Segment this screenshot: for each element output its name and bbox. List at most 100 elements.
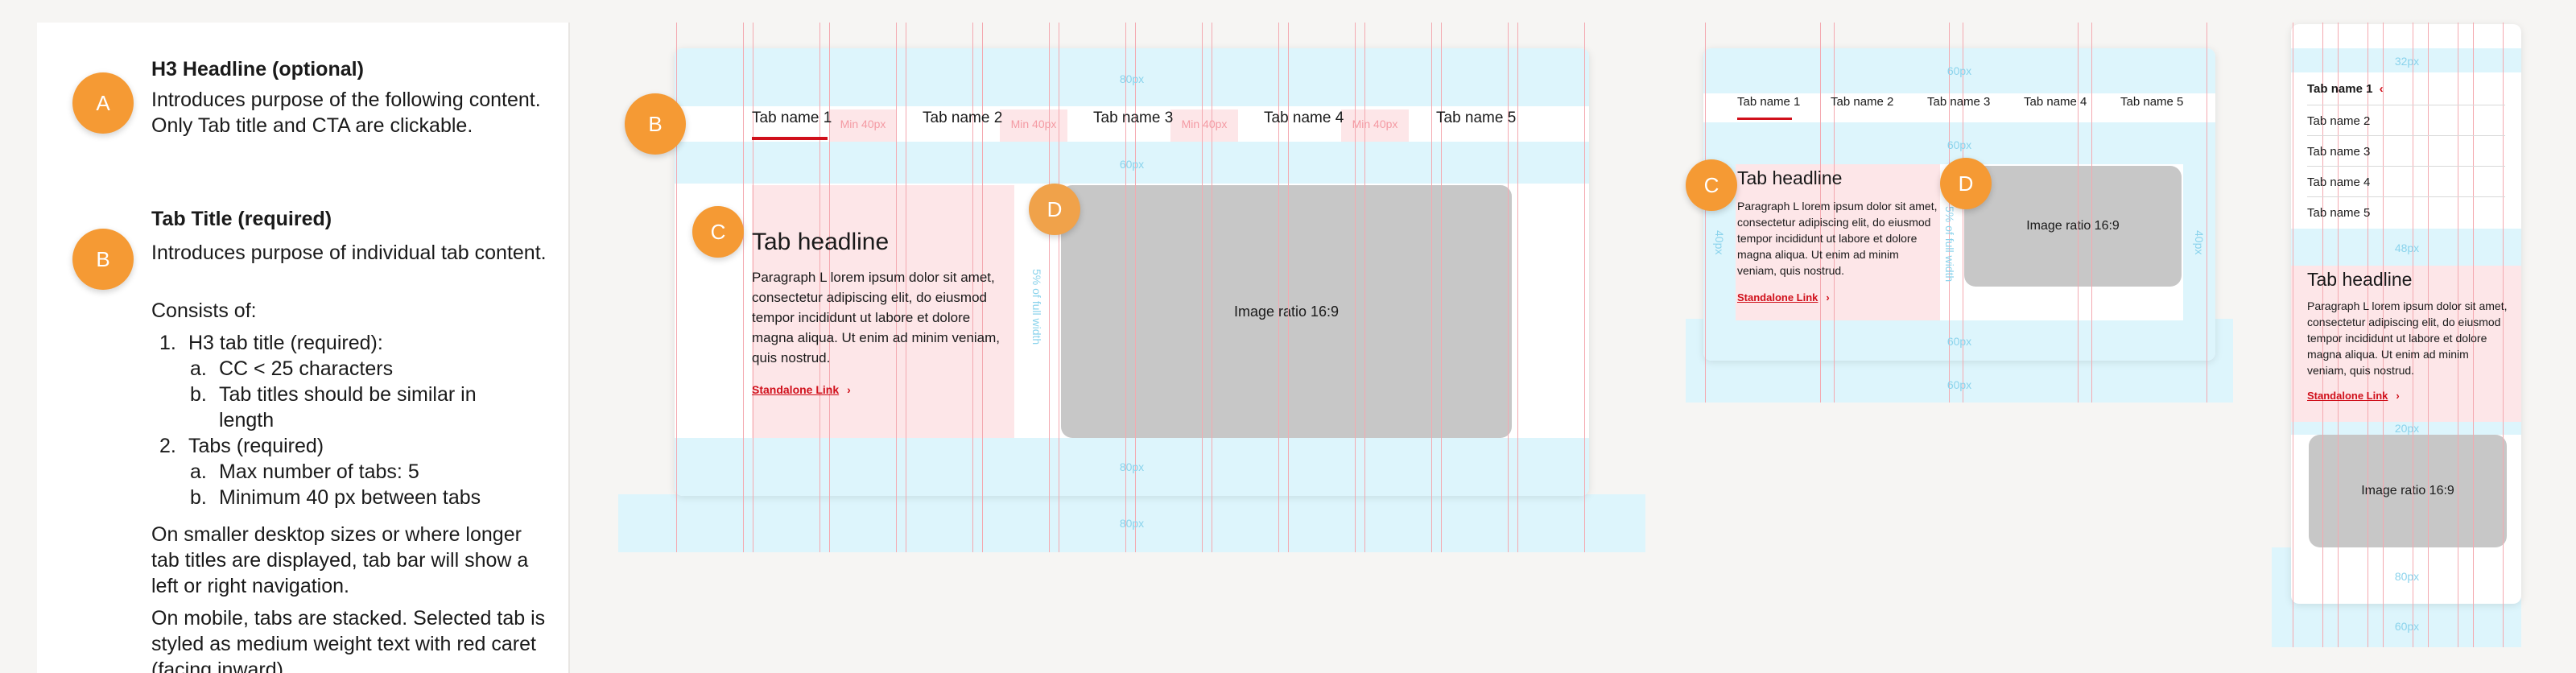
spec-b-note-desktop: On smaller desktop sizes or where longer… (151, 523, 529, 597)
spec-b-item: 2.Tabs (required) (159, 435, 324, 457)
mobile-gap-band (2291, 422, 2521, 435)
tablet-image-placeholder: Image ratio 16:9 (1964, 166, 2182, 287)
tablet-text-column (1736, 164, 1940, 320)
spacing-label: 60px (1946, 335, 1972, 348)
mobile-paragraph: Paragraph L lorem ipsum dolor sit amet, … (2307, 299, 2508, 377)
spacing-label: 60px (1946, 64, 1972, 77)
desktop-tab-gap (829, 109, 897, 142)
spacing-label: 60px (1946, 378, 1972, 391)
desktop-text-column (752, 185, 1014, 438)
grid-column (2293, 23, 2323, 647)
tab-gap-label: Min 40px (1181, 118, 1228, 130)
tablet-badge-d: D (1940, 158, 1992, 209)
vertical-spacing-label: 40px (1713, 230, 1726, 255)
spec-b-note-mobile: On mobile, tabs are stacked. Selected ta… (151, 607, 546, 673)
tab-separator (2307, 135, 2505, 136)
desktop-tab-gap (1170, 109, 1238, 142)
spec-b-desc: Introduces purpose of individual tab con… (151, 242, 547, 264)
mobile-text-zone (2291, 266, 2521, 422)
tab-4[interactable]: Tab name 4 (1264, 109, 1344, 126)
tablet-bottom-inner-band (1703, 320, 2215, 361)
spacing-label: 32px (2394, 55, 2420, 68)
grid-column (2091, 23, 2207, 403)
tab-4[interactable]: Tab name 4 (2024, 95, 2087, 109)
spec-b-title: Tab Title (required) (151, 208, 332, 230)
mobile-tab-headline: Tab headline (2307, 269, 2413, 290)
spacing-label: 60px (1946, 138, 1972, 151)
grid-column (2473, 23, 2504, 647)
grid-column (1135, 23, 1203, 552)
tablet-standalone-link[interactable]: Standalone Link› (1737, 291, 1830, 303)
desktop-bottom-inner-band (675, 438, 1589, 496)
spec-b-item: b.Tab titles should be similar in (190, 383, 477, 406)
grid-column (2338, 23, 2368, 647)
grid-column (676, 23, 744, 552)
spacing-label: 20px (2394, 422, 2420, 435)
vertical-spacing-label: 40px (2193, 230, 2206, 255)
spec-panel: A H3 Headline (optional) Introduces purp… (37, 23, 568, 673)
tab-gap-label: Min 40px (1010, 118, 1057, 130)
mobile-tab-3[interactable]: Tab name 3 (2307, 145, 2371, 159)
tab-1-selected[interactable]: Tab name 1 (1737, 95, 1801, 109)
desktop-tab-headline: Tab headline (752, 229, 890, 255)
tab-2[interactable]: Tab name 2 (1831, 95, 1894, 109)
tab-1-selected[interactable]: Tab name 1 (752, 109, 832, 126)
selected-tab-underline (752, 137, 828, 140)
desktop-top-band (675, 48, 1589, 106)
tablet-tab-headline: Tab headline (1737, 167, 1843, 188)
grid-column (1441, 23, 1509, 552)
caret-left-icon: ‹ (2379, 82, 2384, 96)
mobile-tab-2[interactable]: Tab name 2 (2307, 114, 2371, 128)
tablet-right-band (2183, 164, 2215, 320)
tablet-mid-band (1703, 122, 2215, 164)
mobile-tab-4[interactable]: Tab name 4 (2307, 175, 2371, 189)
tab-5[interactable]: Tab name 5 (2120, 95, 2184, 109)
grid-column (2383, 23, 2413, 647)
desktop-bottom-band (618, 494, 1645, 552)
vertical-spacing-label: 5% of full width (1030, 269, 1043, 345)
tablet-top-band (1703, 48, 2215, 93)
spacing-label: 80px (1119, 72, 1145, 85)
vertical-spacing-label: 5% of full width (1943, 206, 1956, 283)
panel-divider (568, 23, 570, 673)
tab-2[interactable]: Tab name 2 (923, 109, 1003, 126)
tablet-paragraph: Paragraph L lorem ipsum dolor sit amet, … (1737, 200, 1938, 277)
grid-column (1364, 23, 1432, 552)
spec-a-desc: Introduces purpose of the following cont… (151, 89, 541, 137)
desktop-tab-gap (1000, 109, 1067, 142)
desktop-standalone-link[interactable]: Standalone Link› (752, 383, 851, 396)
spec-a-title: H3 Headline (optional) (151, 58, 364, 81)
spec-b-item: a.CC < 25 characters (190, 357, 394, 380)
grid-column (1059, 23, 1126, 552)
spacing-label: 60px (1119, 158, 1145, 171)
selected-tab-underline (1737, 118, 1792, 120)
spacing-label: 60px (2394, 620, 2420, 633)
grid-column (1963, 23, 2079, 403)
grid-column (1834, 23, 1950, 403)
grid-column (1517, 23, 1585, 552)
chevron-right-icon: › (847, 383, 851, 396)
desktop-badge-d: D (1029, 184, 1080, 235)
tab-5[interactable]: Tab name 5 (1436, 109, 1517, 126)
desktop-badge-b: B (625, 93, 686, 155)
grid-column (2428, 23, 2458, 647)
badge-a: A (72, 72, 134, 134)
tab-gap-label: Min 40px (840, 118, 886, 130)
desktop-tab-gap (1341, 109, 1409, 142)
tab-gap-label: Min 40px (1352, 118, 1398, 130)
tab-separator (2307, 196, 2505, 197)
grid-column (982, 23, 1050, 552)
spec-b-item: a.Max number of tabs: 5 (190, 460, 419, 483)
grid-column (753, 23, 820, 552)
mobile-tab-1-selected[interactable]: Tab name 1 ‹ (2307, 82, 2384, 96)
mobile-tab-5[interactable]: Tab name 5 (2307, 206, 2371, 220)
mobile-standalone-link[interactable]: Standalone Link› (2307, 390, 2400, 402)
tab-3[interactable]: Tab name 3 (1093, 109, 1174, 126)
spacing-label: 80px (1119, 517, 1145, 530)
mobile-mid-band (2291, 229, 2521, 266)
desktop-paragraph: Paragraph L lorem ipsum dolor sit amet, … (752, 270, 1001, 365)
desktop-image-placeholder: Image ratio 16:9 (1061, 185, 1512, 438)
grid-column (1288, 23, 1356, 552)
badge-b: B (72, 229, 134, 290)
tab-3[interactable]: Tab name 3 (1927, 95, 1991, 109)
